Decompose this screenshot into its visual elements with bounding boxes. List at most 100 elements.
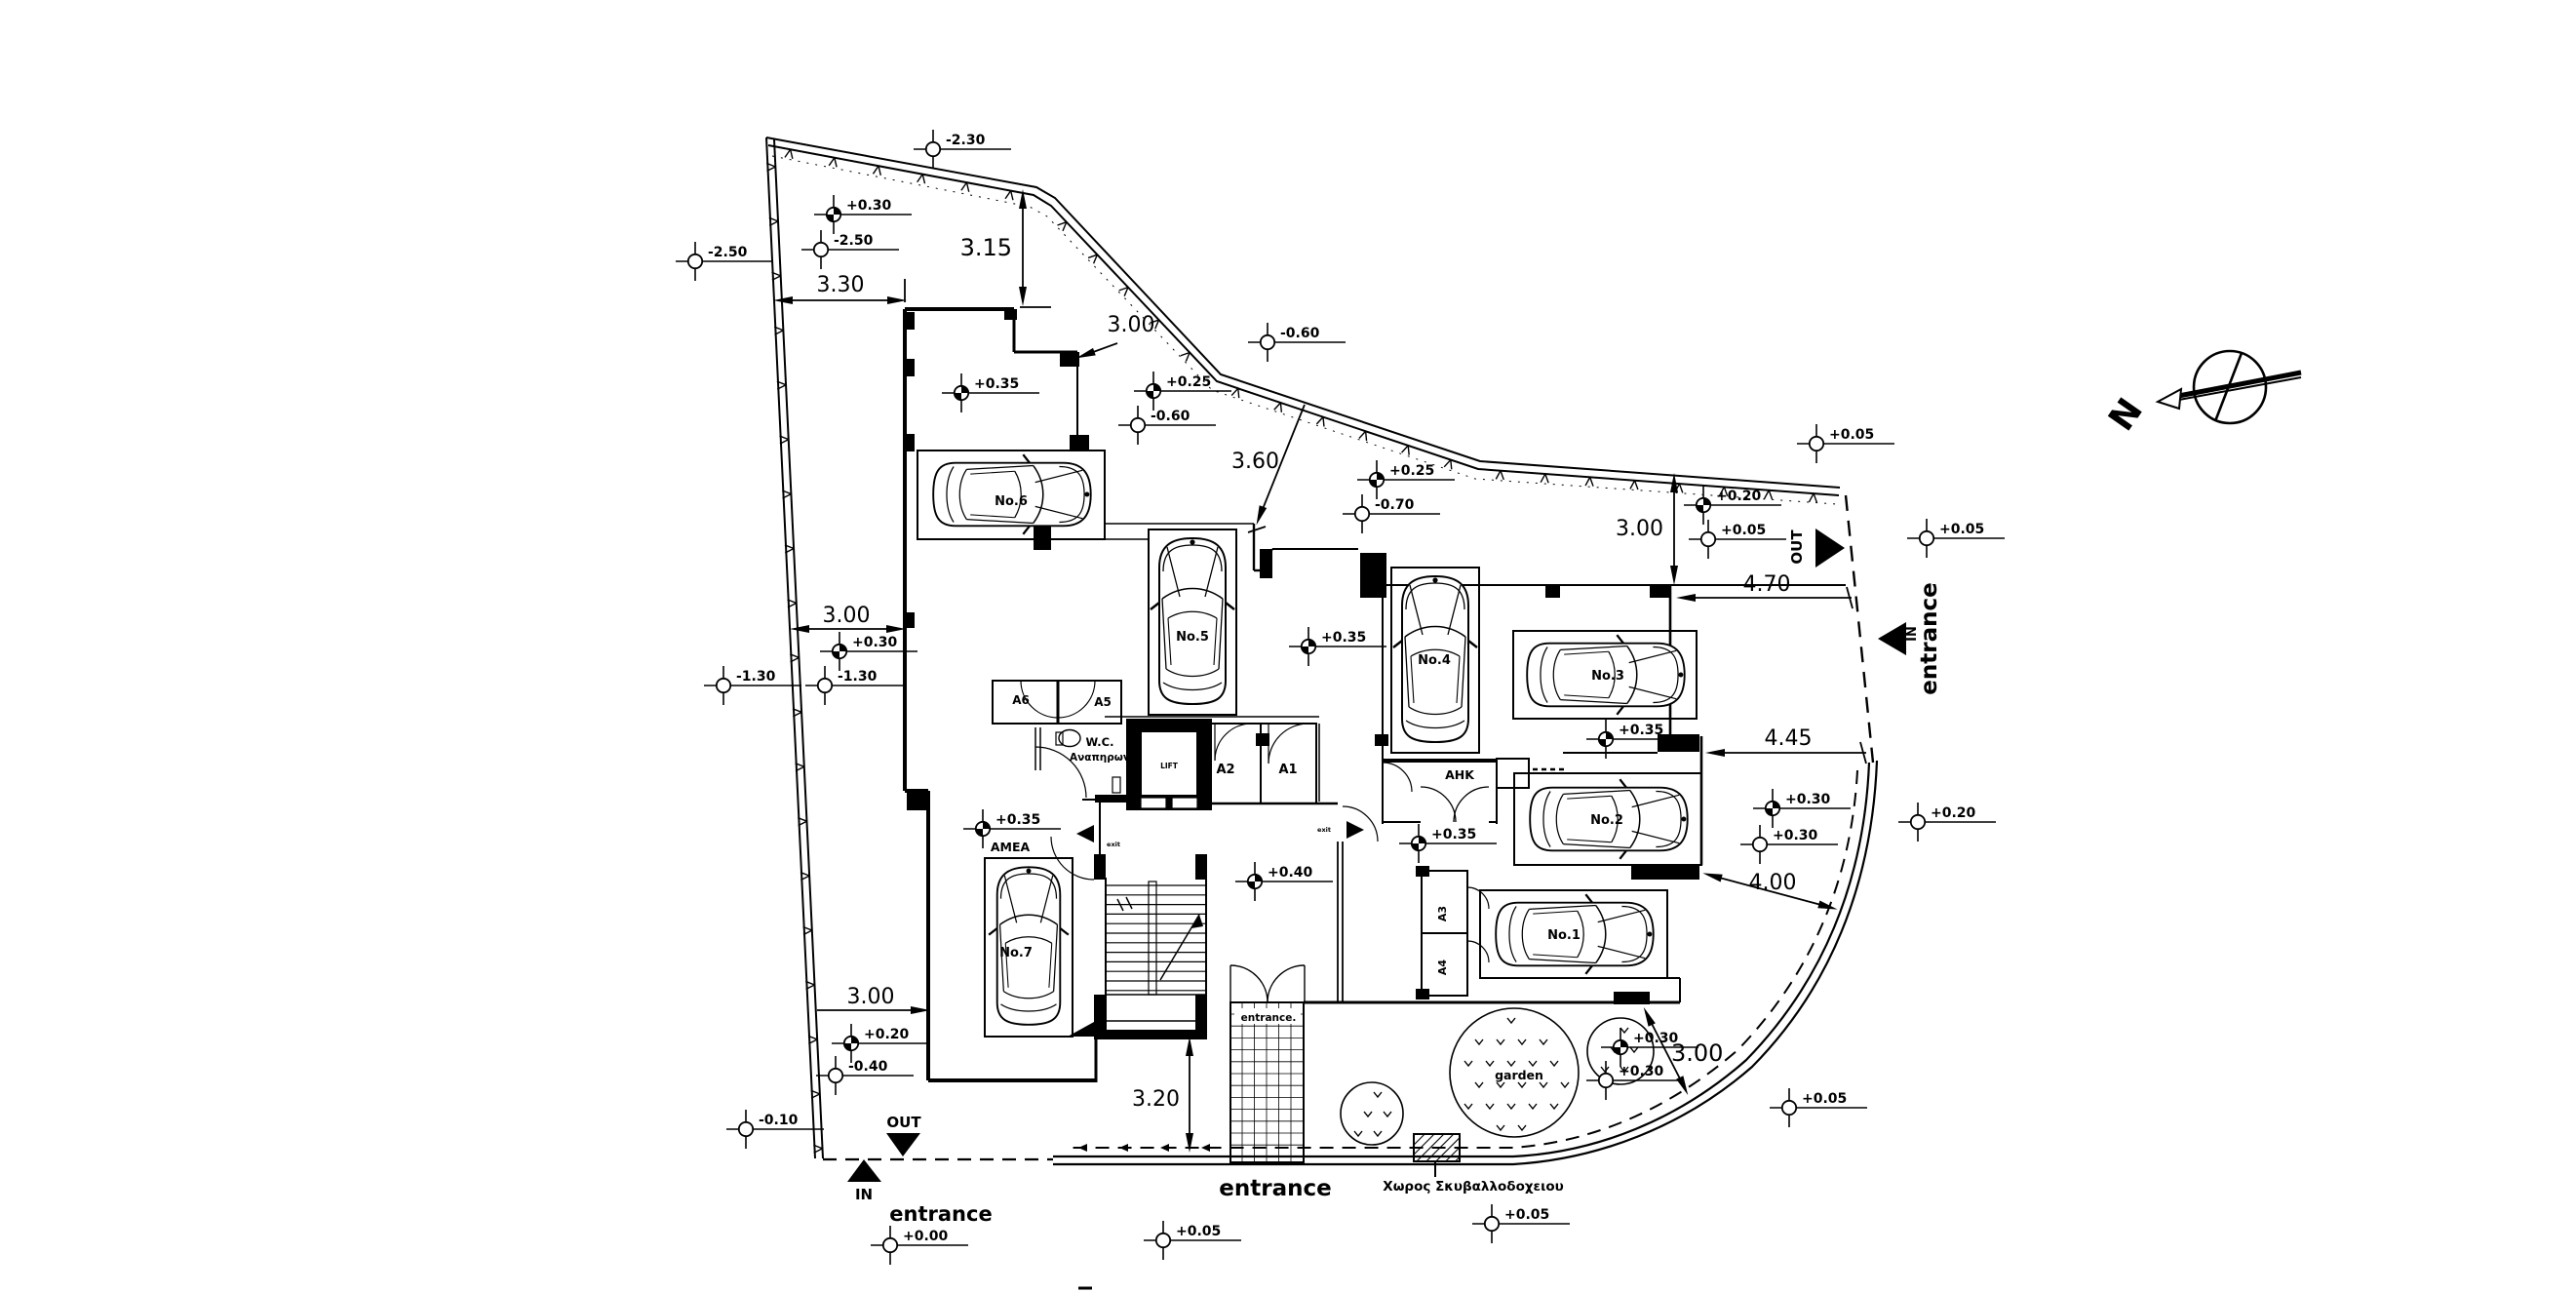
- parking-stall-no5: No.5: [1148, 529, 1237, 716]
- fence-tick: [807, 1035, 818, 1040]
- garbage-bin-area: [1413, 1133, 1461, 1162]
- fence-tick: [779, 435, 789, 441]
- exit-label-left: exit: [1107, 841, 1120, 848]
- elevation-marker: +0.20: [832, 1024, 929, 1063]
- dimension-value: 4.45: [1765, 726, 1813, 751]
- dimension-arrow-icon: [886, 625, 906, 633]
- fence-tick: [771, 275, 782, 281]
- stall-number-label: No.2: [1590, 813, 1623, 828]
- elevation-marker: +0.35: [1289, 627, 1386, 666]
- fence-tick: [774, 330, 784, 335]
- car-icon: [1149, 536, 1236, 706]
- level-symbol-icon: [1808, 435, 1825, 452]
- fence-tick: [878, 166, 881, 176]
- fence-tick: [1723, 487, 1729, 496]
- elevation-marker: -0.70: [1343, 494, 1440, 533]
- dimension-value: 3.15: [960, 234, 1012, 261]
- dimension-3-00: 3.00: [1643, 1006, 1723, 1096]
- elevation-marker: +0.05: [1797, 424, 1894, 463]
- room-label-amea: AMEA: [991, 840, 1031, 854]
- parking-stall-no6: No.6: [917, 450, 1106, 540]
- elevation-marker: -0.60: [1118, 406, 1216, 445]
- dimensions-layer: 3.153.303.003.603.004.704.454.003.003.00…: [773, 189, 1867, 1153]
- elevation-marker: +0.05: [1689, 520, 1786, 559]
- elevation-marker: +0.05: [1907, 519, 2005, 558]
- elevation-marker: +0.40: [1235, 862, 1333, 901]
- room-label-a1: A1: [1278, 763, 1297, 777]
- garden-circle: [1449, 1007, 1580, 1138]
- fence-tick: [1004, 190, 1012, 200]
- level-symbol-icon: [812, 241, 830, 258]
- elevation-value: +0.30: [1619, 1064, 1664, 1079]
- fence-tick: [782, 492, 792, 499]
- stall-outline: [1148, 529, 1237, 716]
- dimension-arrow-icon: [1019, 189, 1027, 209]
- fence-tick: [1629, 480, 1636, 490]
- elevation-value: +0.20: [864, 1027, 910, 1042]
- dimension-value: 3.20: [1132, 1087, 1180, 1112]
- fence-tick: [792, 711, 802, 718]
- fence-tick: [965, 181, 970, 192]
- core-rooms: [992, 680, 1568, 1030]
- fence-tick: [784, 544, 795, 550]
- dimension-value: 3.00: [1616, 517, 1663, 541]
- fence-tick: [1544, 473, 1549, 484]
- elevation-marker: -1.30: [805, 666, 903, 705]
- fence-tick: [1092, 254, 1099, 264]
- parking-stall-no3: No.3: [1512, 630, 1698, 720]
- fence-ticks-layer: [765, 148, 1818, 1154]
- elevation-marker: +0.20: [1898, 803, 1996, 842]
- out-arrow-right-icon: [1815, 529, 1845, 568]
- entrance-label-bottom-left: entrance: [889, 1202, 992, 1226]
- fence-tick: [789, 653, 800, 659]
- fence-tick: [1589, 477, 1594, 487]
- elevation-value: +0.35: [1431, 827, 1476, 842]
- elevation-value: -0.10: [759, 1113, 799, 1128]
- elevation-value: +0.05: [1829, 427, 1874, 443]
- elevation-marker: -2.50: [676, 242, 773, 281]
- fence-tick: [792, 708, 802, 713]
- fence-tick: [1450, 459, 1453, 470]
- fence-tick: [805, 984, 815, 991]
- fence-tick: [768, 220, 779, 226]
- dimension-value: 3.00: [1671, 1039, 1723, 1067]
- level-symbol-icon: [1909, 813, 1927, 831]
- fence-tick: [795, 765, 805, 772]
- dimension-3-00: 3.00: [790, 604, 906, 633]
- fence-tick: [800, 871, 810, 877]
- fence-tick: [1584, 477, 1591, 487]
- elevation-value: -2.50: [834, 233, 874, 249]
- elevation-value: +0.00: [903, 1229, 949, 1244]
- elevation-value: +0.35: [974, 376, 1019, 392]
- fence-tick: [1062, 221, 1068, 232]
- fence-tick: [1237, 388, 1240, 399]
- fence-tick: [1123, 287, 1129, 296]
- fence-tick: [1009, 190, 1014, 201]
- fence-tick: [813, 1144, 823, 1150]
- fence-tick: [917, 174, 923, 183]
- dimension-arrow-icon: [1019, 287, 1027, 306]
- dimension-arrow-icon: [1643, 1006, 1656, 1027]
- elevation-marker: +0.30: [820, 632, 917, 671]
- fence-tick: [766, 166, 776, 173]
- fence-tick: [781, 490, 792, 495]
- dash-arrow-tick: [1119, 1144, 1128, 1152]
- parking-stall-no4: No.4: [1390, 567, 1480, 754]
- room-label-lift: LIFT: [1160, 762, 1179, 770]
- elevation-marker: +0.05: [1770, 1088, 1867, 1127]
- elevation-marker: +0.35: [1399, 824, 1497, 863]
- fence-tick: [773, 326, 784, 332]
- level-symbol-icon: [737, 1120, 755, 1138]
- fence-tick: [921, 174, 926, 184]
- fence-tick: [1279, 402, 1283, 412]
- fence-tick: [1057, 221, 1068, 226]
- dimension-value: 4.70: [1743, 572, 1791, 597]
- level-symbol-icon: [816, 677, 834, 694]
- in-label-bottom: IN: [855, 1186, 873, 1203]
- tree-icon: [1340, 1081, 1404, 1146]
- elevation-value: +0.20: [1931, 805, 1976, 821]
- fence-tick: [1763, 490, 1770, 499]
- fence-tick: [1808, 492, 1815, 503]
